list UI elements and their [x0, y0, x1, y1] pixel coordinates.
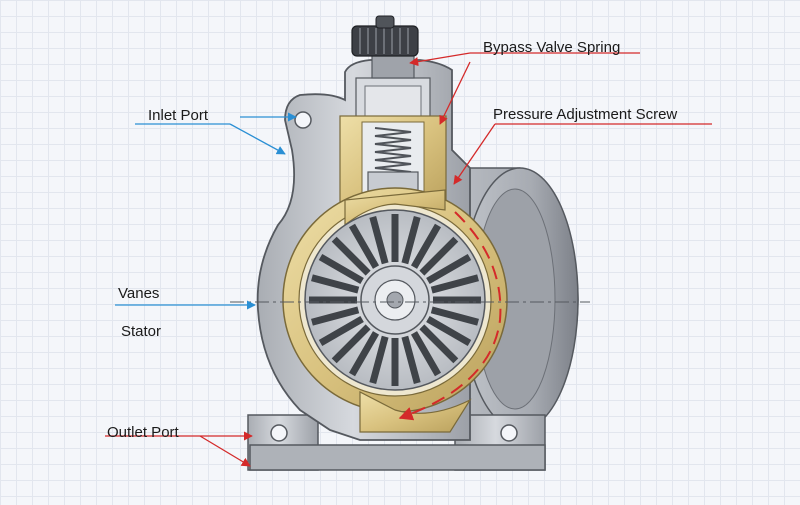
vane	[410, 331, 442, 377]
vane	[318, 315, 364, 347]
vane	[426, 253, 472, 285]
vane	[331, 236, 371, 276]
label-bypass-valve-spring: Bypass Valve Spring	[483, 39, 621, 56]
leader-bypass-2	[409, 52, 471, 67]
vane	[318, 253, 364, 285]
vane	[348, 331, 380, 377]
vane	[311, 306, 360, 326]
mounting-hole-left	[270, 424, 288, 442]
vane	[331, 324, 371, 364]
vane	[410, 223, 442, 269]
label-pressure-adjustment-screw: Pressure Adjustment Screw	[493, 106, 678, 123]
pressure-adjustment-screw	[351, 15, 419, 79]
vane	[369, 335, 389, 384]
vane	[426, 315, 472, 347]
label-inlet-port: Inlet Port	[148, 107, 209, 124]
vane	[311, 274, 360, 294]
leader-outlet-2	[199, 435, 251, 467]
vane	[419, 324, 459, 364]
flow-arrow	[398, 211, 502, 421]
vane	[369, 216, 389, 265]
vane	[401, 216, 421, 265]
vane	[401, 335, 421, 384]
mounting-base	[247, 414, 546, 471]
bypass-spring	[374, 127, 412, 173]
mounting-hole-right	[500, 424, 518, 442]
leader-lines	[105, 52, 712, 467]
vane	[430, 306, 479, 326]
label-vanes: Vanes	[118, 285, 160, 302]
inlet-port-hole	[294, 111, 312, 129]
rotor	[304, 209, 486, 391]
label-stator: Stator	[121, 323, 162, 340]
label-outlet-port: Outlet Port	[107, 424, 179, 441]
leader-inlet-2	[229, 123, 286, 155]
vanes-group	[309, 214, 481, 386]
leader-spring	[439, 61, 471, 125]
vane	[419, 236, 459, 276]
vane	[430, 274, 479, 294]
vane	[348, 223, 380, 269]
leader-screw-2	[453, 123, 496, 185]
